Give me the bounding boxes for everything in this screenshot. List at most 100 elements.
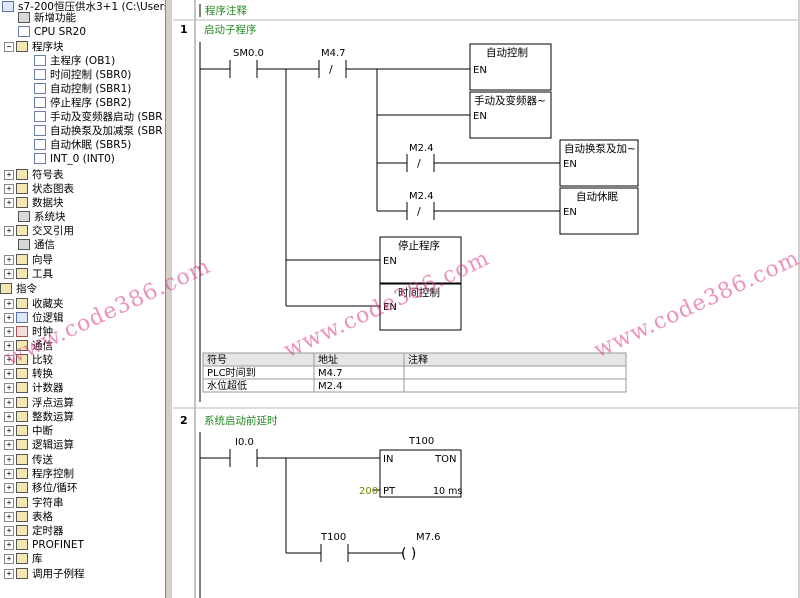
box-auto-control[interactable]: 自动控制 EN: [469, 43, 552, 91]
tree-node-label: 时间控制 (SBR0): [50, 69, 132, 81]
expand-icon[interactable]: +: [4, 341, 14, 351]
expand-icon[interactable]: +: [4, 255, 14, 265]
folder-icon: [16, 553, 28, 564]
folder-icon: [16, 539, 28, 550]
expand-icon[interactable]: +: [4, 299, 14, 309]
box-time-control[interactable]: 时间控制 EN: [379, 283, 462, 331]
expand-icon[interactable]: +: [4, 369, 14, 379]
box-auto-sleep[interactable]: 自动休眠 EN: [559, 187, 639, 235]
tree-node-label: 向导: [32, 254, 53, 266]
tree-node-label: 定时器: [32, 525, 64, 537]
contact-m2-4-a[interactable]: / M2.4: [406, 143, 435, 172]
box-stop-program[interactable]: 停止程序 EN: [379, 236, 462, 284]
expand-icon[interactable]: +: [4, 569, 14, 579]
svg-text:IN: IN: [383, 454, 393, 465]
tree-node-label: 收藏夹: [32, 298, 64, 310]
folder-icon: [16, 382, 28, 393]
expand-icon[interactable]: +: [4, 540, 14, 550]
folder-icon: [16, 511, 28, 522]
svg-text:EN: EN: [473, 65, 487, 76]
svg-text:自动休眠: 自动休眠: [576, 190, 618, 203]
expand-icon[interactable]: +: [4, 440, 14, 450]
expand-icon[interactable]: +: [4, 170, 14, 180]
tree-node-label: 位逻辑: [32, 312, 64, 324]
expand-icon[interactable]: +: [4, 327, 14, 337]
tree-node-label: PROFINET: [32, 539, 84, 551]
collapse-icon[interactable]: −: [4, 42, 14, 52]
tree-node-label: 状态图表: [32, 183, 74, 195]
tree-node-label: 移位/循环: [32, 482, 78, 494]
folder-icon: [16, 254, 28, 265]
folder-icon: [16, 268, 28, 279]
tree-node-label: 手动及变频器启动 (SBR: [50, 111, 163, 123]
timer-t100[interactable]: T100 IN TON PT 10 ms: [379, 436, 462, 498]
folder-icon: [16, 397, 28, 408]
expand-icon[interactable]: +: [4, 355, 14, 365]
network1-title[interactable]: 启动子程序: [204, 23, 257, 36]
contact-t100[interactable]: T100: [320, 532, 349, 562]
tree-node-label: 程序块: [32, 41, 64, 53]
panel-splitter[interactable]: [165, 0, 173, 598]
expand-icon[interactable]: +: [4, 498, 14, 508]
box-manual-vfd[interactable]: 手动及变频器~ EN: [469, 91, 552, 139]
expand-icon[interactable]: +: [4, 383, 14, 393]
expand-icon[interactable]: +: [4, 184, 14, 194]
folder-icon: [18, 12, 30, 23]
tree-node-label: 程序控制: [32, 468, 74, 480]
contact-sm0-0[interactable]: SM0.0: [229, 48, 264, 78]
tree-node-label: 自动休眠 (SBR5): [50, 139, 132, 151]
expand-icon[interactable]: +: [4, 269, 14, 279]
program-comment[interactable]: 程序注释: [205, 4, 247, 17]
expand-icon[interactable]: +: [4, 469, 14, 479]
svg-text:EN: EN: [563, 159, 577, 170]
expand-icon[interactable]: +: [4, 313, 14, 323]
expand-icon[interactable]: +: [4, 483, 14, 493]
tree-node-label: 通信: [32, 340, 53, 352]
symtab-header-comment: 注释: [408, 353, 428, 366]
tree-node-label: 调用子例程: [32, 568, 85, 580]
svg-text:手动及变频器~: 手动及变频器~: [474, 94, 546, 107]
network1-number[interactable]: 1: [180, 23, 188, 36]
network2-title[interactable]: 系统启动前延时: [204, 414, 278, 427]
tree-node-label: 库: [32, 553, 43, 565]
expand-icon[interactable]: +: [4, 426, 14, 436]
tree-node-label: 中断: [32, 425, 53, 437]
folder-icon: [16, 525, 28, 536]
symtab-row-symbol: 水位超低: [207, 379, 247, 392]
expand-icon[interactable]: +: [4, 198, 14, 208]
contact-m4-7[interactable]: / M4.7: [318, 48, 347, 78]
tree-node-label: 新增功能: [34, 12, 76, 24]
tree-node-label: 时钟: [32, 326, 53, 338]
timer-pt-value[interactable]: 200: [359, 486, 378, 497]
folder-icon: [16, 368, 28, 379]
folder-icon: [0, 283, 12, 294]
tree-node-label: 字符串: [32, 497, 64, 509]
svg-text:自动控制: 自动控制: [486, 46, 528, 59]
svg-text:停止程序: 停止程序: [398, 239, 440, 252]
folder-icon: [16, 183, 28, 194]
expand-icon[interactable]: +: [4, 554, 14, 564]
document-icon: [34, 69, 46, 80]
expand-icon[interactable]: +: [4, 526, 14, 536]
contact-i0-0[interactable]: I0.0: [229, 437, 258, 467]
expand-icon[interactable]: +: [4, 398, 14, 408]
box-auto-pump-switch[interactable]: 自动换泵及加~ EN: [559, 139, 639, 187]
folder-icon: [18, 239, 30, 250]
tree-node-label: 系统块: [34, 211, 66, 223]
tree-node-label: 主程序 (OB1): [50, 55, 116, 67]
coil-m7-6[interactable]: M7.6 ( ): [401, 532, 441, 562]
tree-node-label: 通信: [34, 239, 55, 251]
expand-icon[interactable]: +: [4, 455, 14, 465]
folder-icon: [16, 497, 28, 508]
expand-icon[interactable]: +: [4, 226, 14, 236]
svg-text:10 ms: 10 ms: [433, 486, 462, 497]
document-icon: [34, 83, 46, 94]
contact-m2-4-b[interactable]: / M2.4: [406, 191, 435, 220]
expand-icon[interactable]: +: [4, 412, 14, 422]
tree-node-label: 工具: [32, 268, 53, 280]
expand-icon[interactable]: +: [4, 512, 14, 522]
tree-node-label: 表格: [32, 511, 53, 523]
svg-text:( ): ( ): [401, 546, 416, 562]
network2-number[interactable]: 2: [180, 414, 188, 427]
tree-node-label: 符号表: [32, 169, 64, 181]
